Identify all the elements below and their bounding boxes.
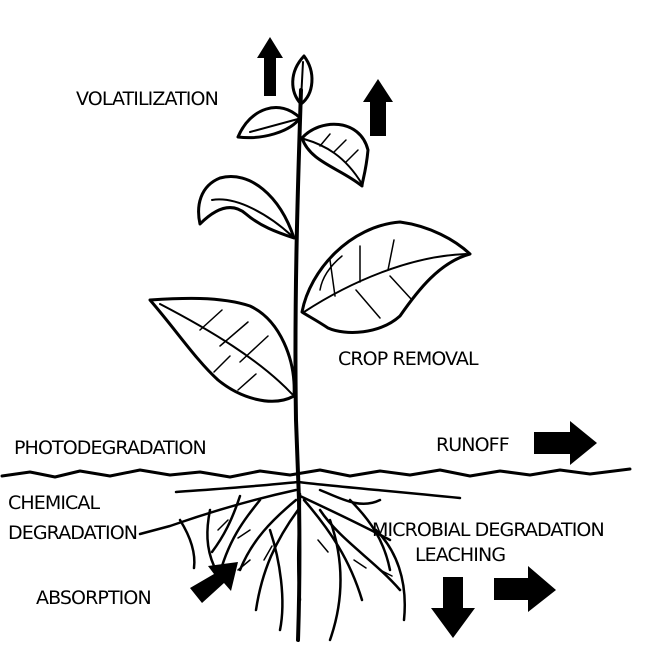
label-absorption: ABSORPTION	[36, 587, 152, 609]
label-crop-removal: CROP REMOVAL	[338, 348, 479, 370]
label-microbial-degradation: MICROBIAL DEGRADATION	[372, 519, 605, 541]
top-bud	[291, 54, 314, 106]
arrow-diagonal-icon	[190, 562, 238, 603]
label-chemical-degradation-line2: DEGRADATION	[8, 522, 138, 544]
leaf-middle-left	[197, 175, 296, 240]
arrow-right-icon	[534, 421, 597, 465]
arrow-down-icon	[431, 577, 475, 638]
leaf-big-left	[148, 296, 296, 403]
label-photodegradation: PHOTODEGRADATION	[14, 437, 207, 459]
plant-roots	[138, 480, 462, 642]
arrow-up-icon	[363, 79, 393, 136]
leaf-upper-left	[236, 106, 302, 140]
leaf-upper-right	[300, 122, 370, 188]
arrow-right-icon	[494, 566, 556, 612]
label-leaching: LEACHING	[415, 544, 506, 566]
leaf-big-right	[300, 220, 472, 334]
label-chemical-degradation-line1: CHEMICAL	[8, 492, 100, 514]
label-volatilization: VOLATILIZATION	[76, 88, 219, 110]
soil-surface-line	[0, 467, 632, 479]
arrow-up-icon	[257, 37, 283, 96]
label-runoff: RUNOFF	[436, 434, 510, 456]
